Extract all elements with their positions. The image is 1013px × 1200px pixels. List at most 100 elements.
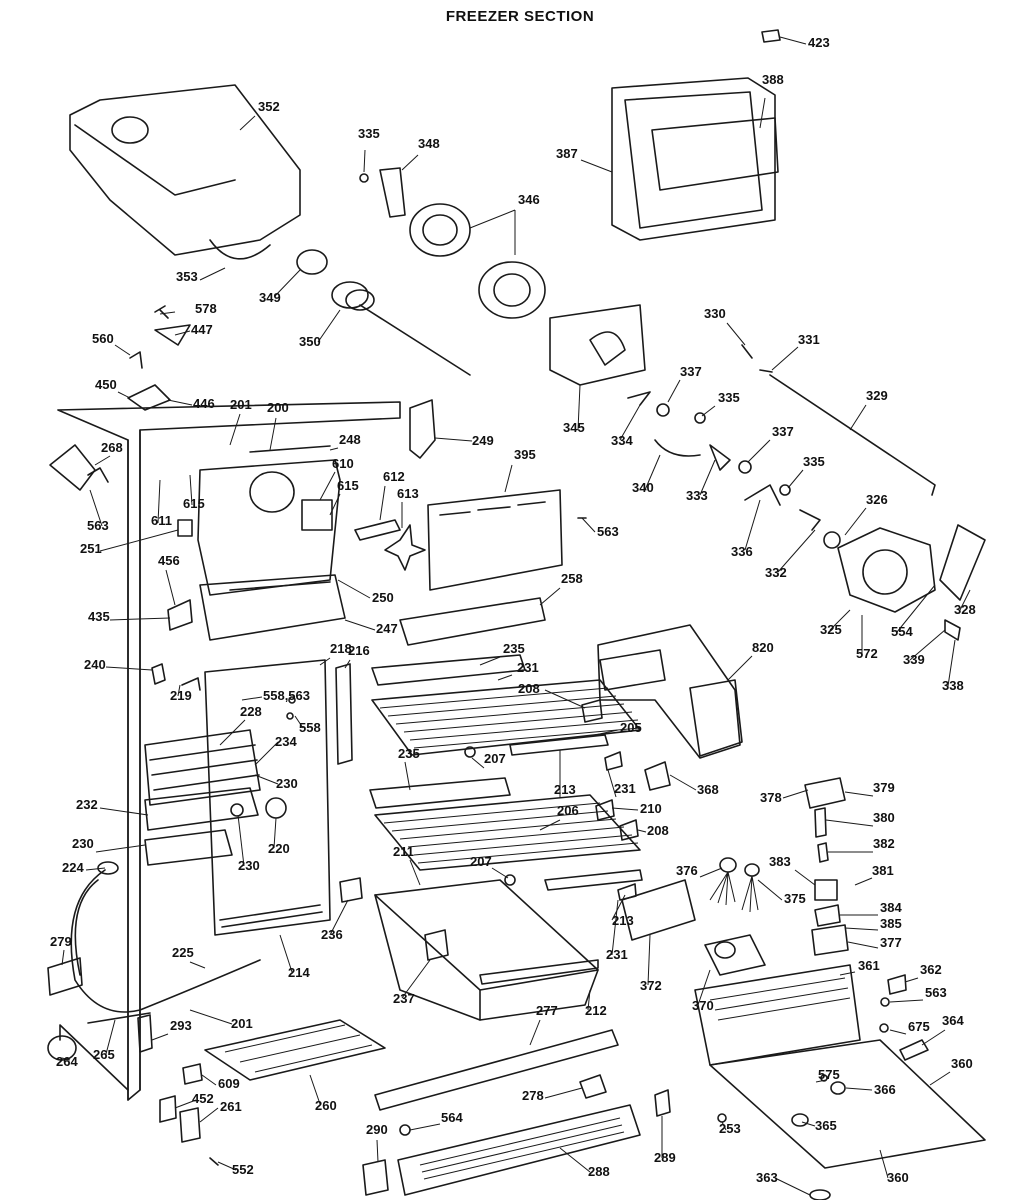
front-strip bbox=[399, 597, 546, 646]
part-number-label: 293 bbox=[170, 1018, 192, 1033]
part-number-label: 380 bbox=[873, 810, 895, 825]
part-number-label: 208 bbox=[647, 823, 669, 838]
part-number-label: 240 bbox=[84, 657, 106, 672]
part-number-label: 339 bbox=[903, 652, 925, 667]
part-number-label: 216 bbox=[348, 643, 370, 658]
part-number-label: 395 bbox=[514, 447, 536, 462]
part-number-label: 384 bbox=[880, 900, 902, 915]
part-number-label: 378 bbox=[760, 790, 782, 805]
fan-bracket bbox=[197, 445, 346, 641]
part-number-label: 382 bbox=[873, 836, 895, 851]
part-number-label: 613 bbox=[397, 486, 419, 501]
part-number-label: 208 bbox=[518, 681, 540, 696]
ice-maker bbox=[597, 624, 743, 759]
part-number-label: 345 bbox=[563, 420, 585, 435]
base-plate bbox=[709, 1039, 986, 1200]
part-number-label: 333 bbox=[686, 488, 708, 503]
part-number-label: 230 bbox=[72, 836, 94, 851]
dispenser-door bbox=[611, 77, 779, 241]
part-number-label: 211 bbox=[393, 844, 414, 859]
part-number-label: 564 bbox=[441, 1110, 463, 1125]
part-number-label: 363 bbox=[756, 1170, 778, 1185]
part-number-label: 575 bbox=[818, 1067, 840, 1082]
part-number-label: 237 bbox=[393, 991, 415, 1006]
part-number-label: 251 bbox=[80, 541, 102, 556]
part-number-label: 258 bbox=[561, 571, 583, 586]
wire-harness bbox=[709, 857, 760, 913]
part-number-label: 385 bbox=[880, 916, 902, 931]
part-number-label: 213 bbox=[554, 782, 576, 797]
leader-lines bbox=[61, 36, 971, 1196]
evaporator-coil bbox=[144, 729, 261, 866]
part-number-label: 372 bbox=[640, 978, 662, 993]
small-hardware bbox=[47, 29, 929, 1196]
drain-tube bbox=[70, 861, 261, 1013]
part-number-labels: 4233883523353483873463533495784473303313… bbox=[50, 35, 976, 1185]
part-number-label: 572 bbox=[856, 646, 878, 661]
slide-rail bbox=[374, 1029, 619, 1111]
freezer-cabinet bbox=[57, 401, 401, 1101]
evaporator-cover bbox=[427, 489, 563, 591]
part-number-label: 364 bbox=[942, 1013, 964, 1028]
ice-maker-bracket bbox=[644, 761, 671, 791]
part-number-label: 278 bbox=[522, 1088, 544, 1103]
part-number-label: 365 bbox=[815, 1118, 837, 1133]
part-number-label: 225 bbox=[172, 945, 194, 960]
part-number-label: 205 bbox=[620, 720, 642, 735]
solenoid-assembly bbox=[804, 777, 849, 956]
part-number-label: 552 bbox=[232, 1162, 254, 1177]
part-number-label: 820 bbox=[752, 640, 774, 655]
part-number-label: 337 bbox=[680, 364, 702, 379]
part-number-label: 362 bbox=[920, 962, 942, 977]
part-number-label: 615 bbox=[337, 478, 359, 493]
part-number-label: 250 bbox=[372, 590, 394, 605]
part-number-label: 330 bbox=[704, 306, 726, 321]
part-number-label: 277 bbox=[536, 1003, 558, 1018]
kick-grille bbox=[397, 1104, 641, 1196]
part-number-label: 563 bbox=[925, 985, 947, 1000]
part-number-label: 334 bbox=[611, 433, 633, 448]
part-number-label: 611 bbox=[151, 513, 172, 528]
part-number-label: 325 bbox=[820, 622, 842, 637]
part-number-label: 340 bbox=[632, 480, 654, 495]
part-number-label: 554 bbox=[891, 624, 913, 639]
dispenser-housing bbox=[694, 964, 861, 1066]
part-number-label: 328 bbox=[954, 602, 976, 617]
part-number-label: 288 bbox=[588, 1164, 610, 1179]
part-number-label: 558 bbox=[299, 720, 321, 735]
part-number-label: 338 bbox=[942, 678, 964, 693]
part-number-label: 383 bbox=[769, 854, 791, 869]
part-number-label: 249 bbox=[472, 433, 494, 448]
part-number-label: 235 bbox=[398, 746, 420, 761]
part-number-label: 200 bbox=[267, 400, 289, 415]
part-number-label: 456 bbox=[158, 553, 180, 568]
part-number-label: 447 bbox=[191, 322, 213, 337]
part-number-label: 235 bbox=[503, 641, 525, 656]
part-number-label: 332 bbox=[765, 565, 787, 580]
part-number-label: 353 bbox=[176, 269, 198, 284]
part-number-label: 423 bbox=[808, 35, 830, 50]
part-number-label: 558,563 bbox=[263, 688, 310, 703]
part-number-label: 331 bbox=[798, 332, 820, 347]
part-number-label: 206 bbox=[557, 803, 579, 818]
part-number-label: 563 bbox=[597, 524, 619, 539]
fan-blade bbox=[354, 519, 426, 571]
part-number-label: 230 bbox=[276, 776, 298, 791]
part-number-label: 563 bbox=[87, 518, 109, 533]
part-number-label: 348 bbox=[418, 136, 440, 151]
part-number-label: 326 bbox=[866, 492, 888, 507]
part-number-label: 289 bbox=[654, 1150, 676, 1165]
part-number-label: 346 bbox=[518, 192, 540, 207]
part-number-label: 370 bbox=[692, 998, 714, 1013]
part-number-label: 210 bbox=[640, 801, 662, 816]
part-number-label: 337 bbox=[772, 424, 794, 439]
part-number-label: 212 bbox=[585, 1003, 607, 1018]
lever-linkage bbox=[627, 344, 936, 531]
part-number-label: 232 bbox=[76, 797, 98, 812]
part-number-label: 377 bbox=[880, 935, 902, 950]
part-number-label: 201 bbox=[230, 397, 252, 412]
part-number-label: 388 bbox=[762, 72, 784, 87]
wire-shelf-upper bbox=[371, 654, 641, 756]
part-number-label: 350 bbox=[299, 334, 321, 349]
part-number-label: 228 bbox=[240, 704, 262, 719]
